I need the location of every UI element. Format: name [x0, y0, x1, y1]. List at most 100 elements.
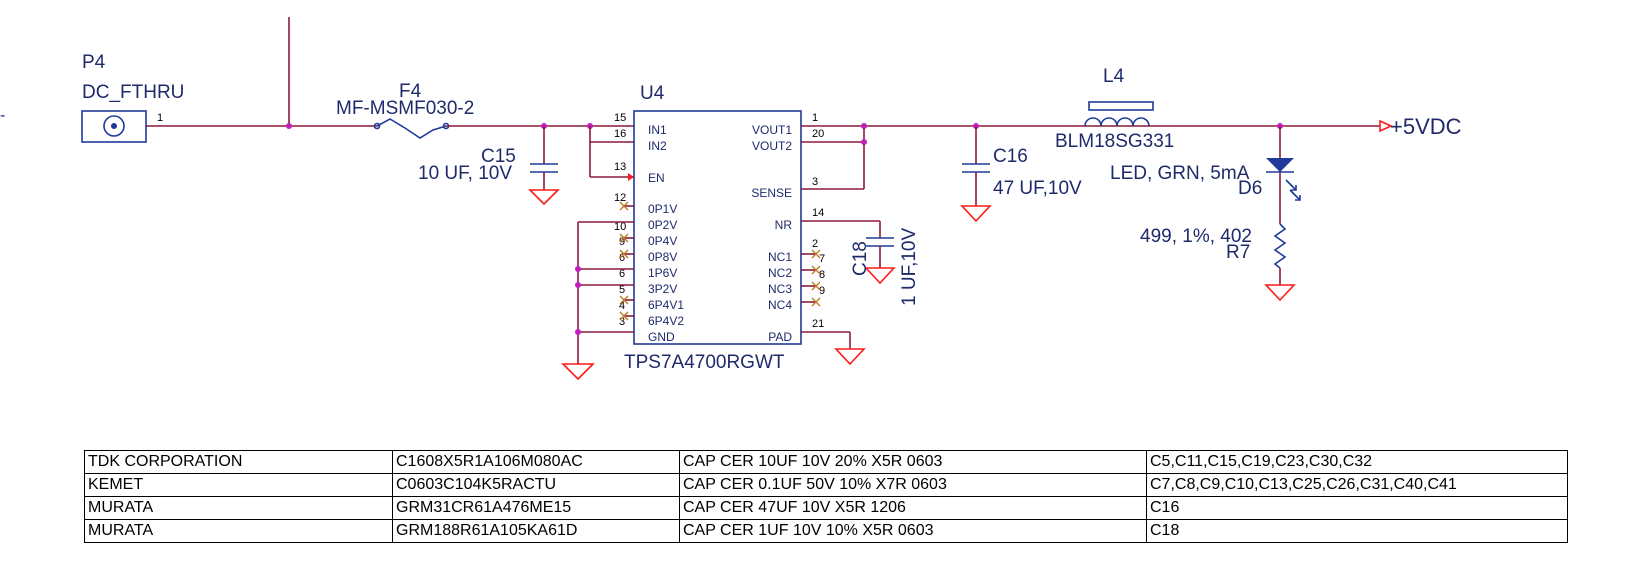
l4-value: BLM18SG331 — [1055, 131, 1174, 152]
u4-pin-3p2v: 3P2V — [648, 282, 677, 296]
nc-mark-nc1 — [811, 249, 821, 259]
d6-ref: D6 — [1238, 178, 1262, 199]
u4-ref: U4 — [640, 83, 665, 104]
p4-ref: P4 — [82, 52, 106, 73]
bom-manufacturer: MURATA — [84, 496, 393, 520]
u4-pin-nr: NR — [775, 218, 793, 232]
no-connect-right — [801, 249, 821, 307]
u4-pin-num-14: 14 — [812, 207, 824, 219]
p4-pin-number: 1 — [157, 112, 163, 124]
nc-mark-nc4 — [811, 297, 821, 307]
junction-vout2 — [861, 139, 867, 145]
u4-pin-gnd: GND — [648, 330, 675, 344]
c16-ground — [960, 205, 992, 223]
left-dash-label: - — [0, 107, 5, 124]
resistor-r7: 499, 1%, 402 R7 — [1140, 223, 1296, 302]
bom-part-number: C0603C104K5RACTU — [392, 473, 680, 497]
r7-ref: R7 — [1226, 242, 1250, 263]
capacitor-c18: C18 1 UF,10V — [850, 228, 920, 306]
nc-mark-0p8v — [619, 249, 629, 259]
u4-pin-num-3r: 3 — [812, 176, 818, 188]
d6-light-arrows-icon — [1285, 179, 1301, 201]
u4-value: TPS7A4700RGWT — [624, 352, 785, 373]
u4-pin-num-15: 15 — [614, 112, 626, 124]
table-row: TDK CORPORATION C1608X5R1A106M080AC CAP … — [84, 450, 1568, 474]
u4-pin-num-6a: 6 — [619, 252, 625, 264]
u4-pin-num-13: 13 — [614, 161, 626, 173]
u4-pin-num-9: 9 — [619, 236, 625, 248]
u4-pin-num-6b: 6 — [619, 268, 625, 280]
nc-mark-nc2 — [811, 265, 821, 275]
r7-zigzag — [1273, 223, 1287, 269]
u4-pin-num-21: 21 — [812, 318, 824, 330]
c16-ref: C16 — [993, 146, 1028, 167]
table-row: KEMET C0603C104K5RACTU CAP CER 0.1UF 50V… — [84, 473, 1568, 497]
bom-description: CAP CER 47UF 10V X5R 1206 — [679, 496, 1147, 520]
junction-gnd — [575, 329, 581, 335]
f4-body — [376, 118, 447, 139]
f4-value: MF-MSMF030-2 — [336, 98, 474, 119]
c18-ground — [864, 267, 896, 285]
d6-triangle — [1266, 158, 1294, 172]
l4-bar — [1088, 101, 1154, 111]
f4-end-left — [373, 122, 381, 130]
d6-value: LED, GRN, 5mA — [1110, 163, 1250, 184]
u4-pin-num-20: 20 — [812, 128, 824, 140]
c15-ref: C15 — [481, 146, 516, 167]
c16-value: 47 UF,10V — [993, 178, 1082, 199]
capacitor-c15: C15 10 UF, 10V — [418, 126, 560, 206]
nc-mark-0p1v — [619, 201, 629, 211]
no-connect-left — [619, 201, 634, 321]
u4-pin-num-12: 12 — [614, 192, 626, 204]
p4-ring — [103, 115, 125, 137]
l4-coil — [1084, 117, 1150, 127]
u4-pin-num-4: 4 — [619, 300, 625, 312]
led-d6: LED, GRN, 5mA D6 — [1110, 126, 1301, 224]
en-arrow-icon — [628, 173, 634, 181]
r7-ground — [1264, 284, 1296, 302]
c15-value: 10 UF, 10V — [418, 163, 512, 184]
ferrite-l4: L4 BLM18SG331 — [1055, 66, 1174, 152]
junction-vout — [861, 123, 867, 129]
u4-body — [633, 110, 802, 345]
u4-pin-vout2: VOUT2 — [752, 139, 792, 153]
pad-ground — [834, 348, 866, 366]
u4-pin-nc4: NC4 — [768, 298, 792, 312]
net-arrow-icon — [1379, 119, 1393, 133]
u4-pin-0p8v: 0P8V — [648, 250, 677, 264]
u4-pin-vout1: VOUT1 — [752, 123, 792, 137]
c18-ref: C18 — [850, 241, 871, 276]
bom-manufacturer: TDK CORPORATION — [84, 450, 393, 474]
bom-manufacturer: MURATA — [84, 519, 393, 543]
bom-description: CAP CER 1UF 10V 10% X5R 0603 — [679, 519, 1147, 543]
capacitor-c16: C16 47 UF,10V — [960, 126, 1082, 223]
u4-pin-num-5: 5 — [619, 284, 625, 296]
u4-pin-in2: IN2 — [648, 139, 667, 153]
bom-references: C16 — [1146, 496, 1568, 520]
u4-pin-nc3: NC3 — [768, 282, 792, 296]
u4-pin-in1: IN1 — [648, 123, 667, 137]
nc-mark-6p4v2 — [619, 311, 629, 321]
p4-value: DC_FTHRU — [82, 82, 184, 103]
c18-value: 1 UF,10V — [899, 228, 920, 306]
p4-center — [111, 123, 117, 129]
nc-mark-6p4v1 — [619, 295, 629, 305]
u4-pin-num-8: 8 — [819, 269, 825, 281]
bom-references: C18 — [1146, 519, 1568, 543]
junction-3p2v — [575, 282, 581, 288]
u4-pin-num-10: 10 — [614, 221, 626, 233]
connector-p4: P4 DC_FTHRU 1 — [81, 52, 184, 143]
nc-mark-nc3 — [811, 281, 821, 291]
bom-part-number: GRM188R61A105KA61D — [392, 519, 680, 543]
u4-pin-0p2v: 0P2V — [648, 218, 677, 232]
u4-pin-0p4v: 0P4V — [648, 234, 677, 248]
u4-pin-6p4v1: 6P4V1 — [648, 298, 684, 312]
table-row: MURATA GRM31CR61A476ME15 CAP CER 47UF 10… — [84, 496, 1568, 520]
fuse-f4: F4 MF-MSMF030-2 — [336, 81, 474, 139]
u4-pin-num-1: 1 — [812, 112, 818, 124]
ic-u4: U4 TPS7A4700RGWT IN1 IN2 EN 0P1V 0P2V 0P… — [614, 83, 825, 373]
bom-description: CAP CER 10UF 10V 20% X5R 0603 — [679, 450, 1147, 474]
junction-1p6v — [575, 266, 581, 272]
u4-pin-en: EN — [648, 171, 665, 185]
bom-manufacturer: KEMET — [84, 473, 393, 497]
